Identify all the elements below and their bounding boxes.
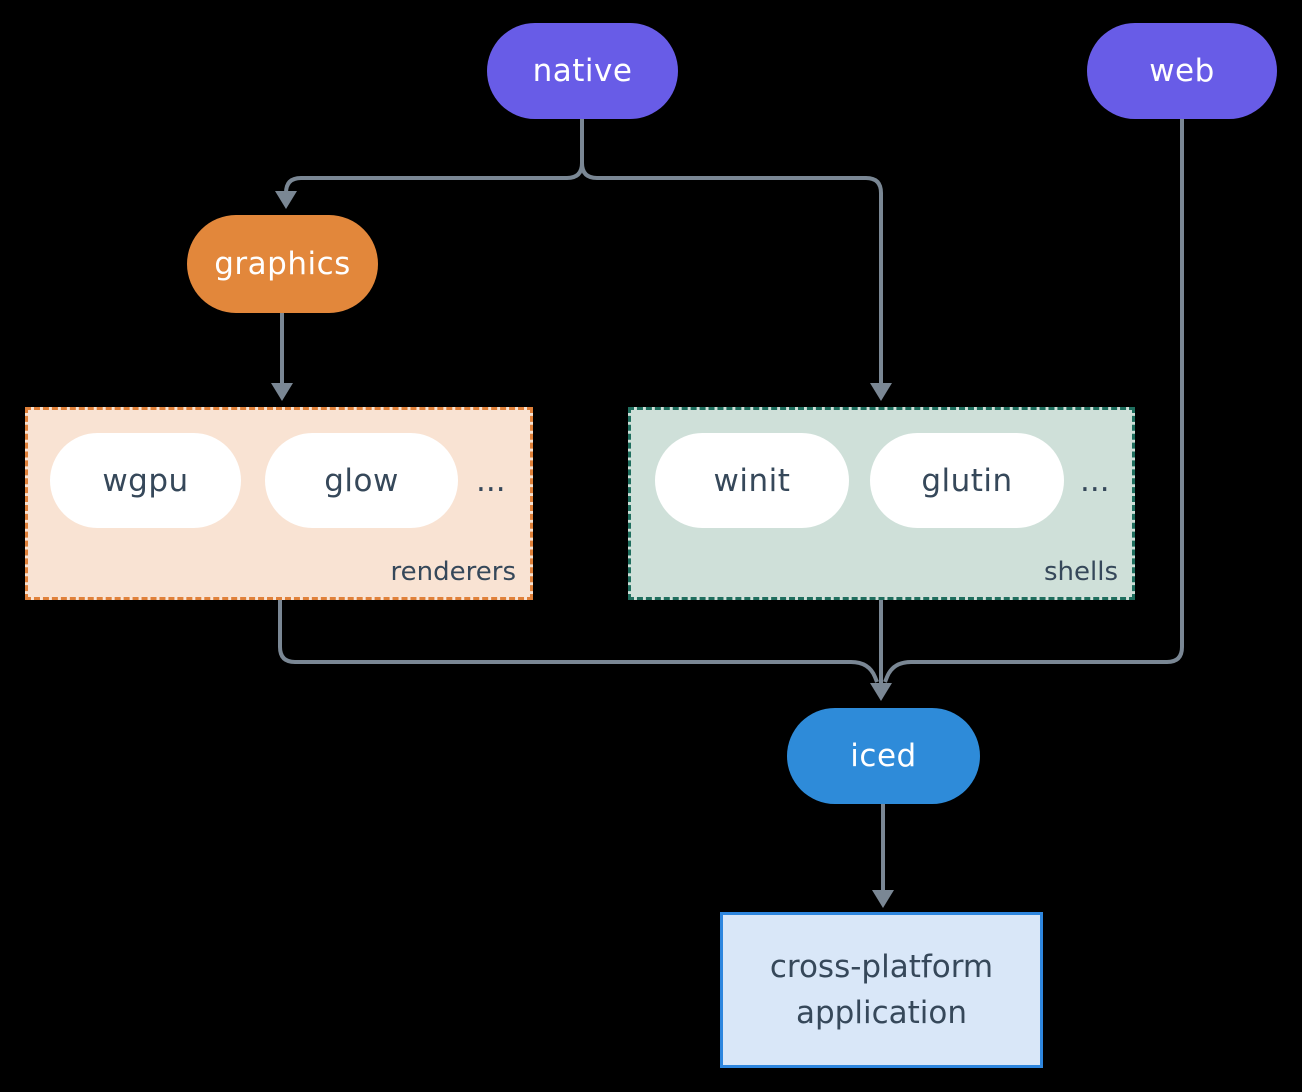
renderers-ellipsis: ... [476, 462, 506, 499]
arrowhead-iced [870, 683, 892, 701]
edge-renderers-iced [278, 600, 879, 683]
edge-web-iced [883, 118, 1184, 683]
application-label-line2: application [796, 995, 967, 1031]
node-winit-label: winit [713, 462, 791, 499]
node-web-label: web [1149, 53, 1215, 89]
node-glutin: glutin [870, 433, 1064, 528]
edge-native-graphics [284, 118, 584, 194]
group-shells-label: shells [1043, 557, 1118, 587]
node-wgpu: wgpu [50, 433, 241, 528]
group-renderers-label: renderers [390, 557, 516, 587]
node-iced-label: iced [850, 738, 917, 774]
edge-native-shells [580, 118, 883, 384]
node-iced: iced [787, 708, 980, 804]
arrowhead-renderers [271, 383, 293, 401]
node-graphics-label: graphics [214, 246, 351, 282]
shells-ellipsis: ... [1080, 462, 1110, 499]
node-glutin-label: glutin [921, 462, 1013, 499]
node-native: native [487, 23, 678, 119]
node-web: web [1087, 23, 1277, 119]
node-glow-label: glow [324, 462, 399, 499]
node-native-label: native [532, 53, 633, 89]
arrowhead-shells [870, 383, 892, 401]
node-glow: glow [265, 433, 458, 528]
node-winit: winit [655, 433, 849, 528]
arrowhead-graphics [275, 191, 297, 209]
node-application: cross-platform application [720, 912, 1043, 1068]
group-renderers: wgpu glow ... renderers [25, 407, 533, 600]
node-wgpu-label: wgpu [102, 462, 189, 499]
arrowhead-application [872, 890, 894, 908]
group-shells: winit glutin ... shells [628, 407, 1135, 600]
application-label-line1: cross-platform [769, 949, 994, 985]
node-graphics: graphics [187, 215, 378, 313]
